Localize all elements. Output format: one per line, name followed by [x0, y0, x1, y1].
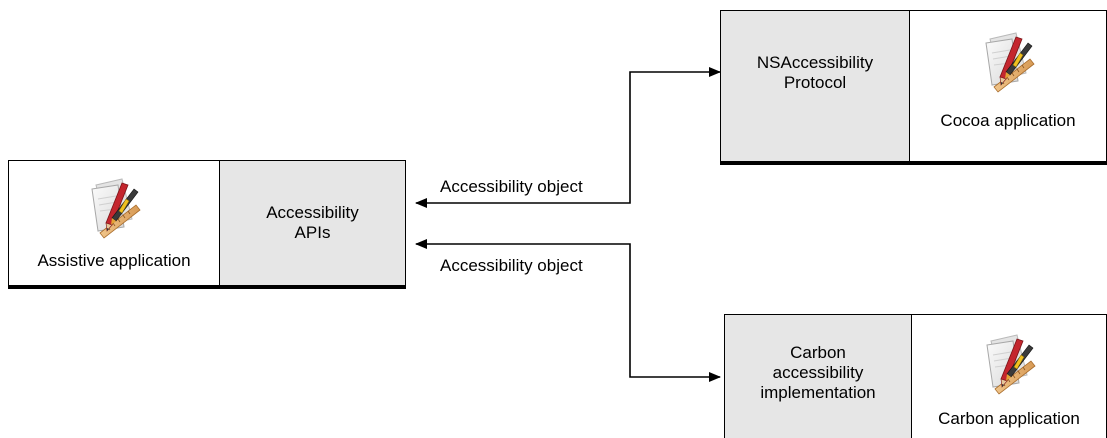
- assistive-application-box: Assistive application Accessibility APIs: [8, 160, 406, 289]
- accessibility-apis-label-line1: Accessibility: [266, 203, 359, 222]
- carbon-application-box: Carbon accessibility implementation Carb…: [724, 314, 1107, 438]
- carbon-impl-label-line3: implementation: [760, 383, 876, 402]
- edge-label-bottom: Accessibility object: [440, 256, 583, 275]
- cocoa-application-box: NSAccessibility Protocol Cocoa applicati…: [720, 10, 1107, 165]
- cocoa-application-cell: Cocoa application: [909, 11, 1106, 161]
- xcode-app-icon: [82, 175, 146, 239]
- carbon-accessibility-implementation-cell: Carbon accessibility implementation: [725, 315, 911, 438]
- nsaccessibility-protocol-label-line1: NSAccessibility: [756, 53, 874, 72]
- carbon-impl-label-line2: accessibility: [772, 363, 864, 382]
- assistive-application-cell: Assistive application: [9, 161, 219, 285]
- assistive-application-label: Assistive application: [37, 251, 191, 270]
- edge-label-top: Accessibility object: [440, 177, 583, 196]
- cocoa-application-label: Cocoa application: [940, 111, 1076, 130]
- connector-top: [415, 67, 721, 208]
- accessibility-apis-label-line2: APIs: [294, 223, 331, 242]
- xcode-app-icon: [977, 331, 1041, 395]
- carbon-application-cell: Carbon application: [911, 315, 1106, 438]
- nsaccessibility-protocol-cell: NSAccessibility Protocol: [721, 11, 909, 161]
- xcode-app-icon: [976, 29, 1040, 93]
- nsaccessibility-protocol-label-line2: Protocol: [783, 73, 847, 92]
- carbon-impl-label-line1: Carbon: [790, 343, 846, 362]
- connector-bottom: [415, 239, 721, 382]
- accessibility-apis-cell: Accessibility APIs: [219, 161, 405, 285]
- carbon-application-label: Carbon application: [938, 409, 1080, 428]
